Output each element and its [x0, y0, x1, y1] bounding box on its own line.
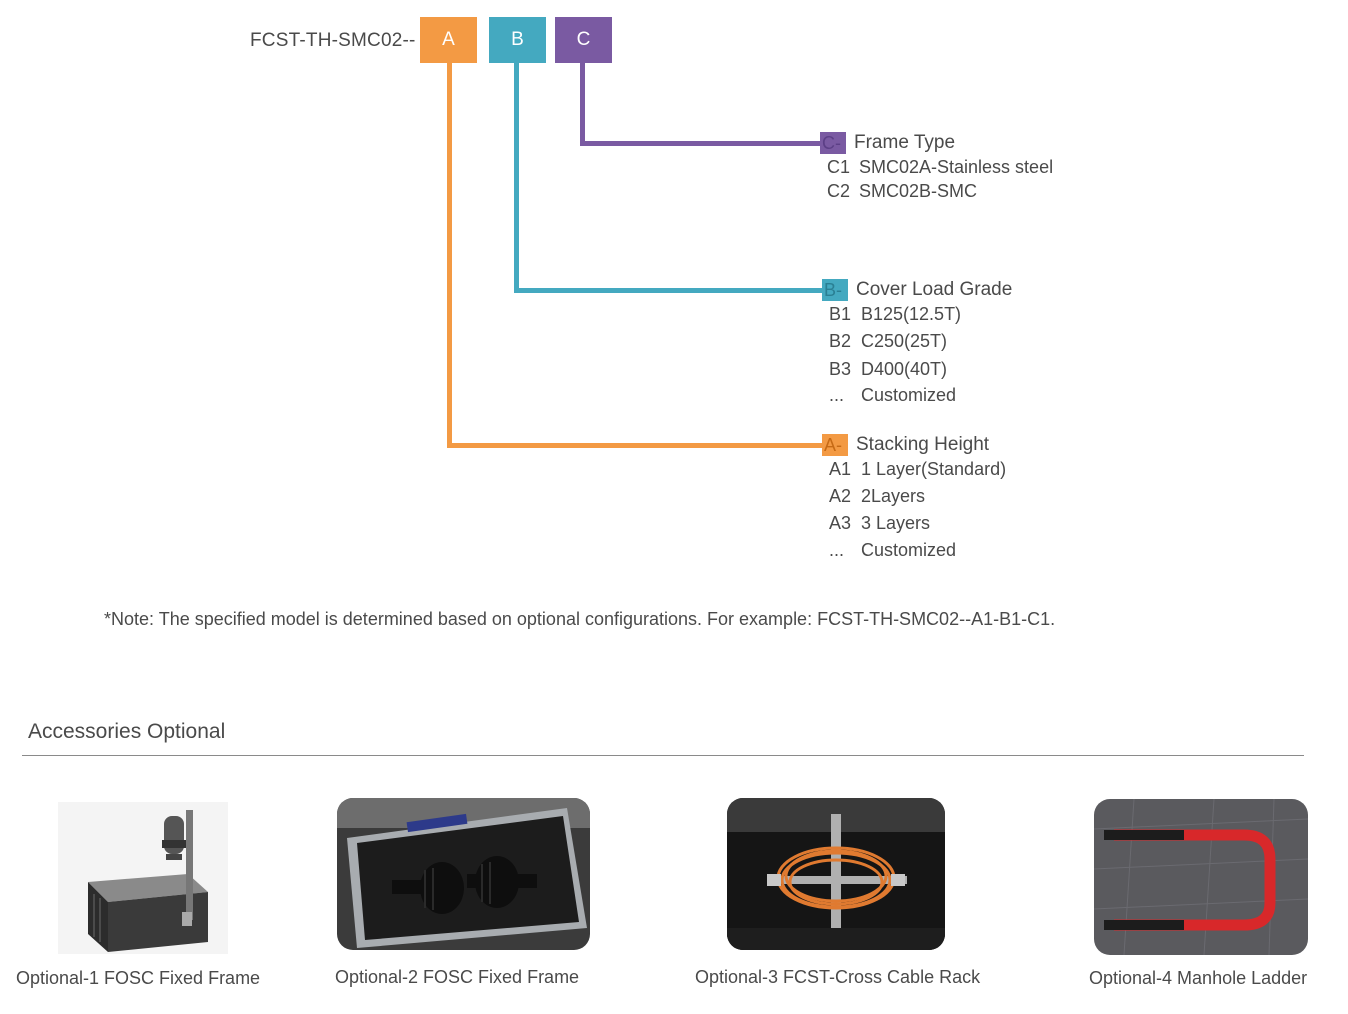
option-row: A1 1 Layer(Standard)	[822, 459, 1006, 480]
tag-c: C-	[820, 132, 846, 154]
connector-b-vertical	[514, 63, 519, 293]
code-box-c: C	[555, 17, 612, 63]
cross-cable-rack-photo	[727, 798, 945, 950]
code-box-c-label: C	[576, 29, 591, 50]
code-box-a: A	[420, 17, 477, 63]
option-row: B2 C250(25T)	[822, 331, 1012, 352]
option-code: B2	[829, 331, 852, 351]
option-row: A2 2Layers	[822, 486, 1006, 507]
option-label: D400(40T)	[861, 359, 948, 379]
group-frame-type-header: C- Frame Type	[820, 132, 1053, 154]
fosc-box-photo	[337, 798, 590, 950]
option-code: A2	[829, 486, 852, 506]
tag-a: A-	[822, 434, 848, 456]
option-code: A3	[829, 513, 852, 533]
group-frame-type: C- Frame Type C1 SMC02A-Stainless steel C…	[820, 132, 1053, 202]
option-row: B1 B125(12.5T)	[822, 304, 1012, 325]
fosc-fixed-frame-illustration	[58, 802, 228, 954]
accessory-image-1	[58, 802, 228, 954]
code-box-b-label: B	[511, 29, 524, 50]
configuration-note: *Note: The specified model is determined…	[104, 609, 1056, 629]
manhole-ladder-photo	[1094, 799, 1308, 955]
option-label: 2Layers	[861, 486, 926, 506]
model-prefix: FCST-TH-SMC02--	[250, 30, 416, 51]
option-row: ... Customized	[822, 385, 1012, 406]
option-label: Customized	[861, 385, 957, 405]
group-stacking-height: A- Stacking Height A1 1 Layer(Standard) A…	[822, 434, 1006, 561]
option-code: C1	[827, 157, 851, 177]
connector-b-horizontal	[514, 288, 822, 293]
group-cover-load-grade-title: Cover Load Grade	[856, 279, 1013, 300]
connector-a-vertical	[447, 63, 452, 448]
option-code: B1	[829, 304, 852, 324]
option-code: A1	[829, 459, 852, 479]
tag-b: B-	[822, 279, 848, 301]
accessories-divider	[22, 755, 1304, 756]
code-box-b: B	[489, 17, 546, 63]
accessory-caption-4: Optional-4 Manhole Ladder	[1089, 968, 1308, 988]
option-row: C1 SMC02A-Stainless steel	[820, 157, 1053, 178]
option-label: SMC02A-Stainless steel	[859, 157, 1054, 177]
option-label: C250(25T)	[861, 331, 948, 351]
option-code: ...	[829, 385, 845, 405]
option-label: 1 Layer(Standard)	[861, 459, 1007, 479]
option-label: Customized	[861, 540, 957, 560]
group-stacking-height-title: Stacking Height	[856, 434, 990, 455]
connector-c-horizontal	[580, 141, 820, 146]
accessory-caption-3: Optional-3 FCST-Cross Cable Rack	[695, 967, 981, 987]
option-row: B3 D400(40T)	[822, 359, 1012, 380]
group-cover-load-grade: B- Cover Load Grade B1 B125(12.5T) B2 C250…	[822, 279, 1012, 406]
option-label: 3 Layers	[861, 513, 931, 533]
group-cover-load-grade-header: B- Cover Load Grade	[822, 279, 1012, 301]
option-row: A3 3 Layers	[822, 513, 1006, 534]
option-label: SMC02B-SMC	[859, 181, 978, 201]
accessory-image-2	[337, 798, 590, 950]
connector-c-vertical	[580, 63, 585, 146]
accessory-caption-1: Optional-1 FOSC Fixed Frame	[16, 968, 261, 988]
code-box-a-label: A	[442, 29, 455, 50]
accessories-title: Accessories Optional	[28, 720, 226, 743]
option-row: ... Customized	[822, 540, 1006, 561]
option-code: B3	[829, 359, 852, 379]
accessory-image-3	[727, 798, 945, 950]
connector-a-horizontal	[447, 443, 822, 448]
option-label: B125(12.5T)	[861, 304, 962, 324]
group-frame-type-title: Frame Type	[854, 132, 956, 153]
option-code: C2	[827, 181, 851, 201]
accessory-caption-2: Optional-2 FOSC Fixed Frame	[335, 967, 580, 987]
option-row: C2 SMC02B-SMC	[820, 181, 1053, 202]
accessory-image-4	[1094, 799, 1308, 955]
option-code: ...	[829, 540, 845, 560]
group-stacking-height-header: A- Stacking Height	[822, 434, 1006, 456]
